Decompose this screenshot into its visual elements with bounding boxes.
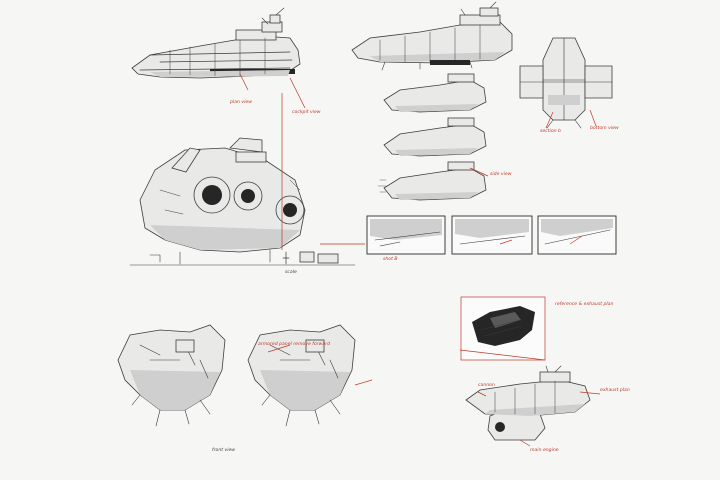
storyboard-frames (366, 215, 617, 255)
bottom-right-ship-sketch (465, 365, 591, 441)
exhaust-plan-note: exhaust plan (600, 388, 630, 393)
cannon-note: cannon (478, 383, 495, 388)
section-note: section b (540, 129, 561, 134)
plan-view-note: plan view (230, 100, 252, 105)
reference-note: reference & exhaust plan (555, 302, 614, 307)
armored-panel-note: armored panel remove forward (258, 342, 330, 347)
top-center-ship-sketch (351, 1, 513, 71)
bottom-left-craft-a (117, 324, 226, 427)
plan-view-sketch (519, 37, 613, 129)
reference-box (460, 296, 546, 361)
front-view-note: front view (212, 448, 236, 453)
shot-note: shot B (383, 257, 398, 262)
front-view-craft-sketch (129, 137, 356, 266)
bottom-left-craft-b (247, 324, 356, 427)
main-engine-note: main engine (530, 448, 559, 453)
annotation-leaders (239, 73, 601, 447)
scale-note: scale (285, 270, 297, 275)
side-view-note: side view (490, 172, 512, 177)
bottom-view-note: bottom view (590, 126, 619, 131)
cockpit-view-note: cockpit view (292, 110, 321, 115)
top-left-ship-sketch (131, 7, 301, 79)
ship-stack-sketch (377, 73, 487, 201)
